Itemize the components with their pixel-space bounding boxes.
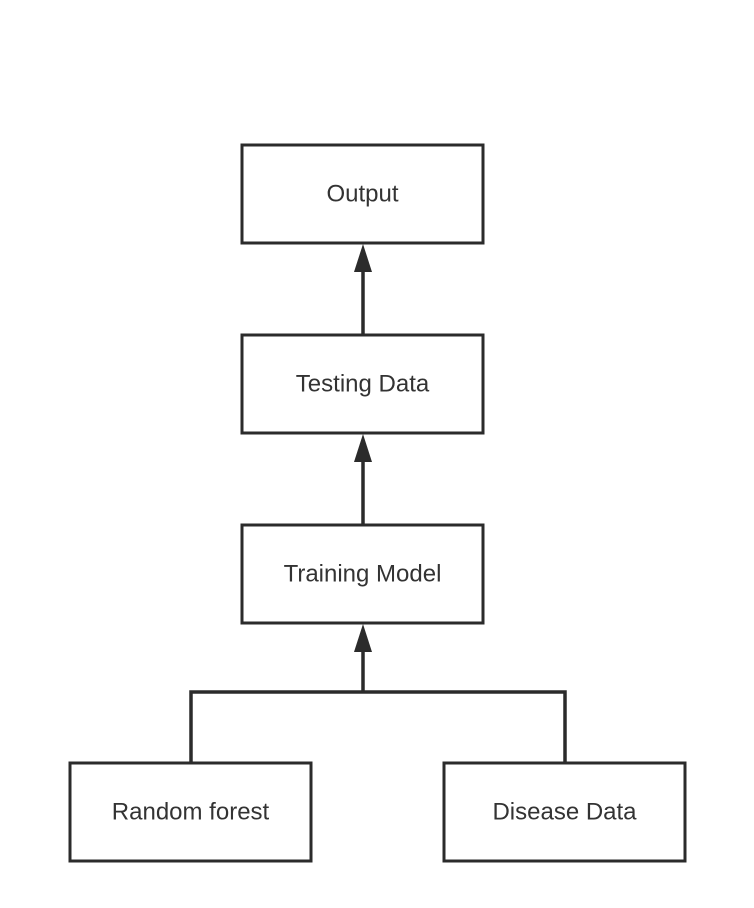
edge-random-forest-to-training: [189, 690, 363, 762]
node-disease-data-box: [442, 761, 687, 863]
node-output-label: Output: [326, 181, 398, 208]
arrow-head-training: [354, 624, 372, 652]
node-random-forest: Random forest: [68, 761, 313, 863]
node-training-model-label: Training Model: [284, 561, 442, 588]
node-random-forest-box: [68, 761, 313, 863]
node-testing-data-box: [240, 333, 485, 435]
node-output-box: [240, 143, 485, 245]
arrow-head-output: [354, 244, 372, 272]
node-random-forest-label: Random forest: [112, 799, 270, 826]
node-training-model: Training Model: [240, 523, 485, 625]
edge-disease-data-to-training: [363, 690, 567, 762]
node-training-model-box: [240, 523, 485, 625]
node-output: Output: [240, 143, 485, 245]
node-testing-data: Testing Data: [240, 333, 485, 435]
edges: [189, 244, 567, 762]
arrow-head-testing: [354, 434, 372, 462]
node-disease-data-label: Disease Data: [492, 799, 637, 826]
node-disease-data: Disease Data: [442, 761, 687, 863]
node-testing-data-label: Testing Data: [296, 371, 430, 398]
